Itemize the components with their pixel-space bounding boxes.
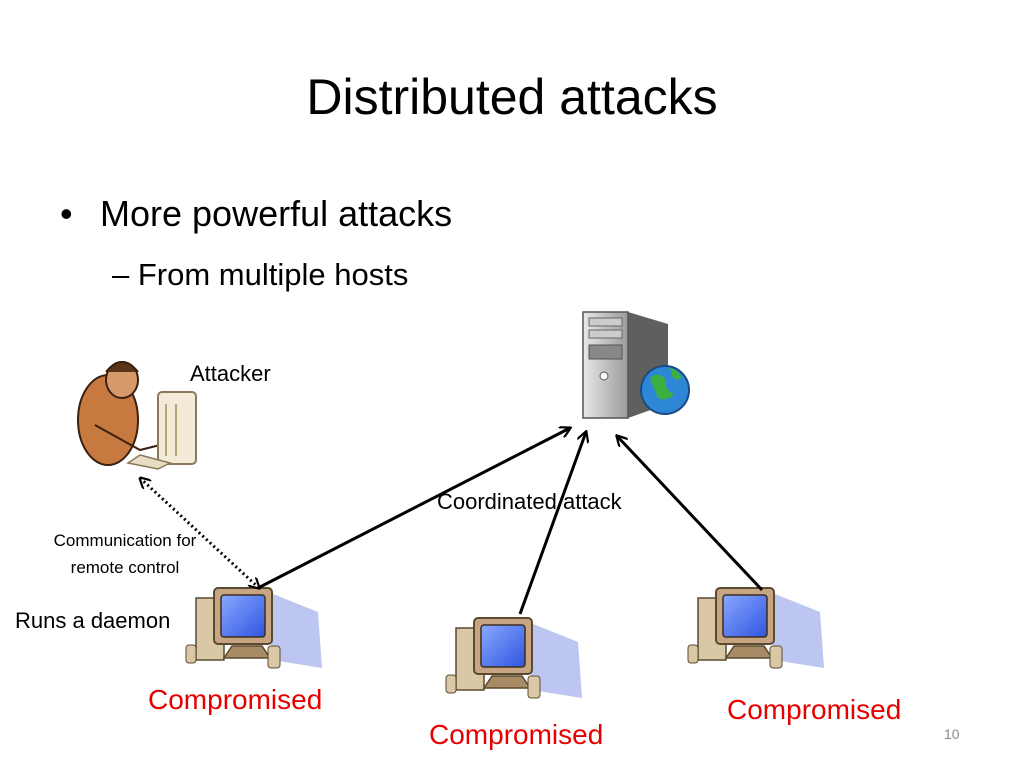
attacker-person-icon xyxy=(77,361,197,470)
compromised-label-right: Compromised xyxy=(727,694,902,725)
coordinated-attack-label: Coordinated attack xyxy=(437,489,622,514)
compromised-label-middle: Compromised xyxy=(429,719,604,750)
bullet-level1: • More powerful attacks xyxy=(60,192,452,236)
daemon-label: Runs a daemon xyxy=(15,608,171,633)
bullet-level1-text: More powerful attacks xyxy=(100,193,453,234)
attack-arrow-right xyxy=(617,436,764,592)
computer-icon xyxy=(185,587,322,669)
page-number: 10 xyxy=(944,726,960,742)
slide-title: Distributed attacks xyxy=(306,69,718,125)
bullet-level2-text: From multiple hosts xyxy=(137,257,409,292)
attack-arrow-middle xyxy=(518,432,586,615)
attack-arrow-left xyxy=(257,428,570,590)
server-globe-icon xyxy=(582,311,690,419)
sub-bullet-marker: – xyxy=(112,257,130,292)
computer-icon xyxy=(687,587,824,669)
communication-label: Communication for remote control xyxy=(30,527,220,581)
bullet-marker: • xyxy=(60,193,73,234)
compromised-label-left: Compromised xyxy=(148,684,323,715)
computer-icon xyxy=(445,617,582,699)
communication-dotted-arrow xyxy=(140,478,259,588)
communication-label-line1: Communication for xyxy=(53,531,197,550)
communication-label-line2: remote control xyxy=(70,558,180,577)
bullet-level2: – From multiple hosts xyxy=(112,255,408,295)
attacker-label: Attacker xyxy=(190,361,271,386)
